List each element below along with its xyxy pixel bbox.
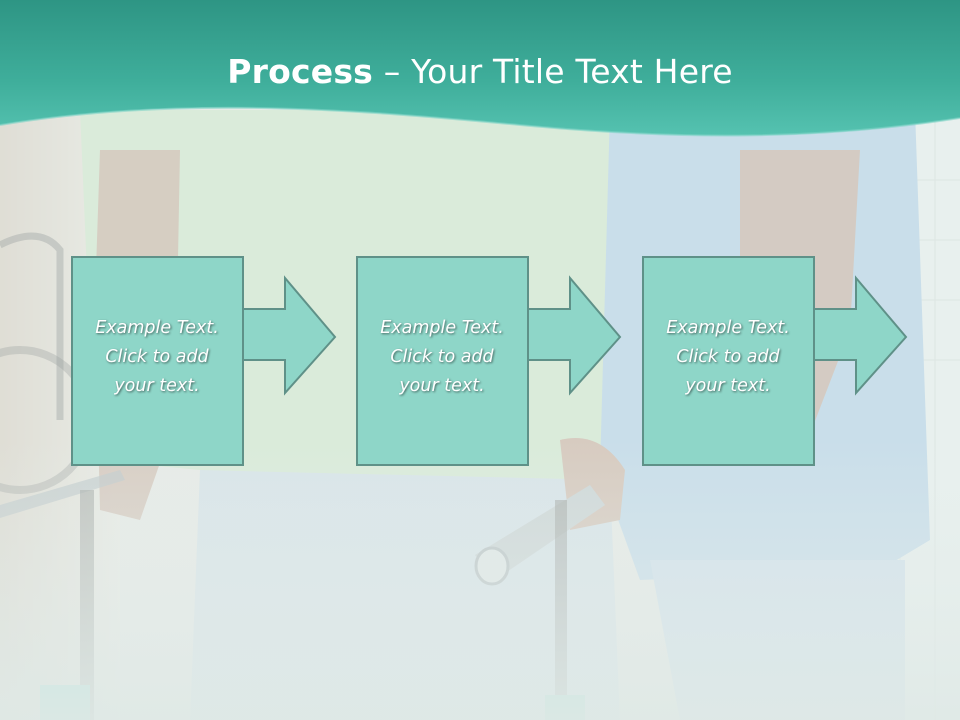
- step-1-line-2: Click to add: [105, 347, 209, 367]
- step-1-arrow-box-shape: [71, 256, 337, 466]
- step-2-text[interactable]: Example Text. Click to add your text.: [356, 314, 528, 401]
- step-3-line-3: your text.: [685, 376, 771, 396]
- step-3-arrow-box-shape: [642, 256, 908, 466]
- title-rest-part: – Your Title Text Here: [373, 52, 733, 91]
- step-2-line-1: Example Text.: [380, 318, 504, 338]
- step-1-line-1: Example Text.: [95, 318, 219, 338]
- step-3-text[interactable]: Example Text. Click to add your text.: [642, 314, 814, 401]
- step-2-line-2: Click to add: [390, 347, 494, 367]
- step-3-line-1: Example Text.: [666, 318, 790, 338]
- process-step-2[interactable]: Example Text. Click to add your text.: [356, 256, 706, 468]
- process-step-3[interactable]: Example Text. Click to add your text.: [642, 256, 960, 468]
- step-1-line-3: your text.: [114, 376, 200, 396]
- title-bold-part: Process: [227, 52, 374, 91]
- process-step-1[interactable]: Example Text. Click to add your text.: [71, 256, 421, 468]
- step-3-line-2: Click to add: [676, 347, 780, 367]
- slide-title: Process – Your Title Text Here: [0, 52, 960, 91]
- step-2-arrow-box-shape: [356, 256, 622, 466]
- step-2-line-3: your text.: [399, 376, 485, 396]
- step-1-text[interactable]: Example Text. Click to add your text.: [71, 314, 243, 401]
